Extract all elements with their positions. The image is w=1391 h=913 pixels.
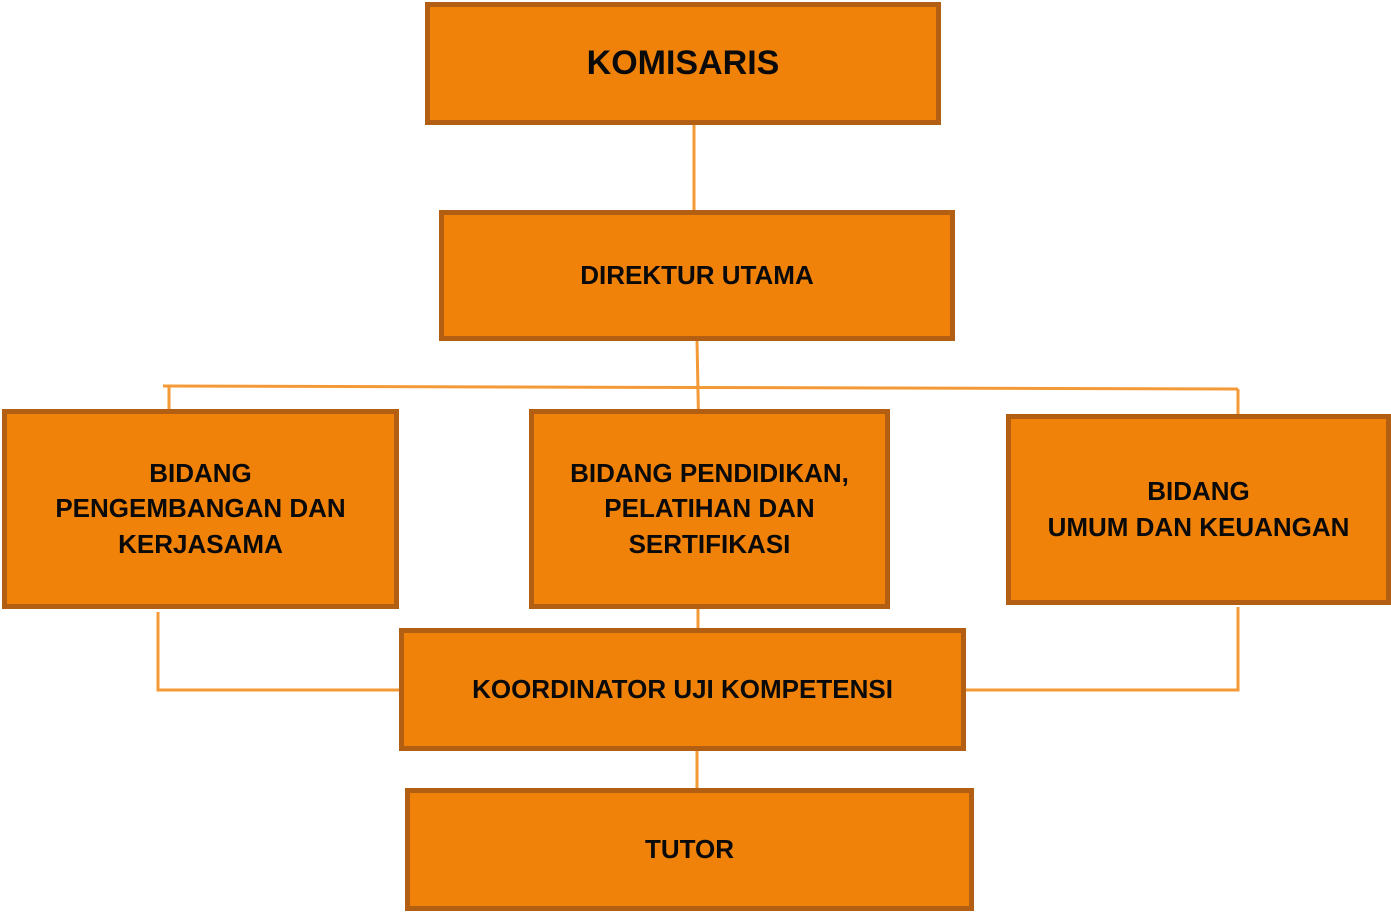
label-direktur-utama: DIREKTUR UTAMA (580, 259, 814, 290)
label-bidang-pendidikan: BIDANG PENDIDIKAN, PELATIHAN DAN SERTIFI… (570, 458, 849, 559)
box-direktur-utama: DIREKTUR UTAMA (439, 210, 955, 341)
line-branch-horizontal (162, 384, 1239, 391)
label-bidang-pengembangan: BIDANG PENGEMBANGAN DAN KERJASAMA (55, 458, 346, 559)
label-bidang-umum: BIDANG UMUM DAN KEUANGAN (1047, 476, 1350, 542)
box-komisaris: KOMISARIS (425, 2, 941, 125)
label-koordinator: KOORDINATOR UJI KOMPETENSI (472, 673, 893, 704)
label-komisaris: KOMISARIS (586, 43, 780, 82)
box-koordinator: KOORDINATOR UJI KOMPETENSI (399, 628, 966, 751)
box-bidang-pengembangan: BIDANG PENGEMBANGAN DAN KERJASAMA (2, 409, 399, 609)
line-umum-koordinator (963, 607, 1240, 692)
line-pengembangan-koordinator (156, 612, 402, 692)
box-bidang-pendidikan: BIDANG PENDIDIKAN, PELATIHAN DAN SERTIFI… (529, 409, 890, 609)
box-tutor: TUTOR (405, 788, 974, 911)
label-tutor: TUTOR (644, 833, 735, 864)
box-bidang-umum: BIDANG UMUM DAN KEUANGAN (1006, 414, 1391, 605)
